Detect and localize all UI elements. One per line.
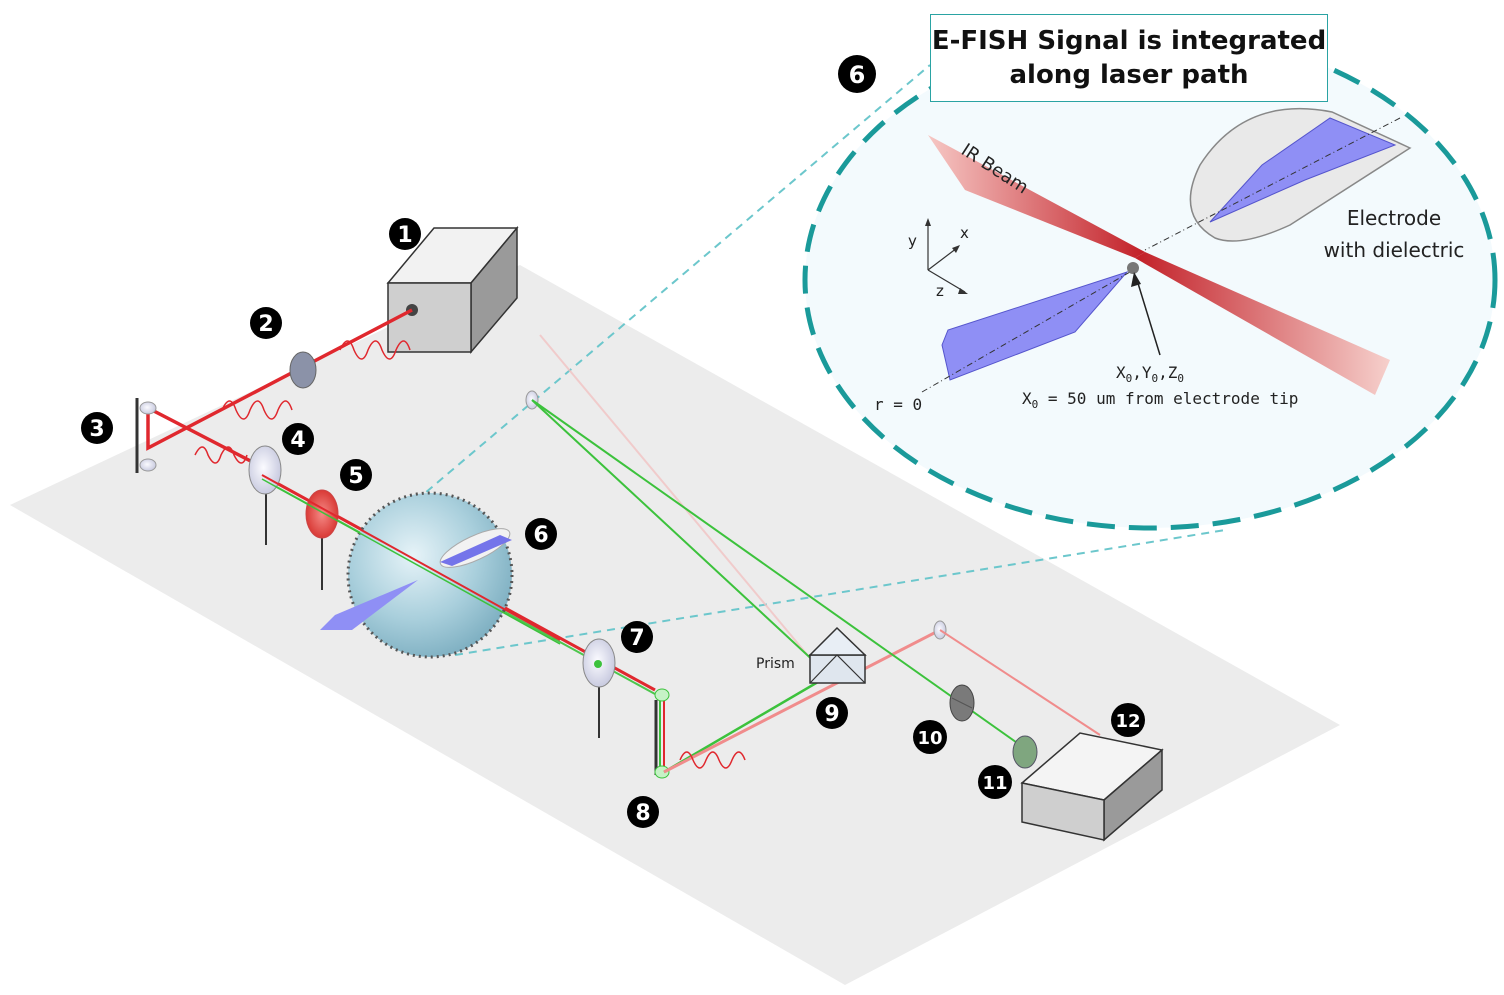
discharge-chamber — [261, 474, 561, 659]
optical-table — [10, 265, 1340, 985]
marker-7-label: 7 — [629, 626, 644, 651]
callout-title-line1: E-FISH Signal is integrated — [931, 26, 1327, 56]
red-beam-to-box12 — [939, 629, 1101, 736]
marker-3: 3 — [81, 412, 113, 444]
callout-badge-label: 6 — [849, 61, 866, 89]
electrode-label-line2: with dielectric — [1324, 238, 1465, 262]
pointer-arrow-line — [1136, 279, 1161, 356]
faint-return-beam — [539, 334, 821, 671]
axis-z-label: z — [936, 282, 944, 300]
marker-12: 12 — [1111, 703, 1145, 737]
axes-icon — [925, 218, 968, 294]
marker-2: 2 — [250, 307, 282, 339]
red-beam-to-mirror — [663, 628, 941, 774]
lower-electrode-zoom — [941, 270, 1129, 381]
marker-6: 6 — [525, 518, 557, 550]
marker-9: 9 — [816, 697, 848, 729]
zoom-line-upper — [404, 64, 931, 511]
electrode-label-line1: Electrode — [1347, 206, 1441, 230]
ir-beam-left — [928, 135, 1145, 258]
marker-5: 5 — [340, 459, 372, 491]
marker-10-label: 10 — [917, 728, 942, 749]
axis-y-label: y — [908, 232, 917, 250]
r-zero-label: r = 0 — [874, 395, 922, 414]
marker-7: 7 — [621, 621, 653, 653]
axis-x-label: x — [960, 224, 969, 242]
red-pulse-wave-3 — [194, 446, 248, 464]
green-beam-top-to-prism — [531, 399, 819, 666]
electrode-axis-upper — [1144, 117, 1401, 251]
prism-9 — [808, 626, 867, 684]
marker-1: 1 — [389, 218, 421, 250]
marker-5-label: 5 — [348, 464, 363, 489]
prism-label: Prism — [756, 656, 795, 672]
red-beam-main — [146, 308, 413, 472]
electrode-axis-lower — [921, 271, 1131, 393]
filter-11 — [1012, 735, 1038, 769]
x0-coords-label: X0,Y0,Z0 — [1116, 363, 1184, 385]
green-beam-to-prism — [663, 670, 836, 774]
pointer-arrow-head — [1131, 272, 1141, 287]
detector-box — [1020, 732, 1164, 842]
filter-5 — [305, 489, 339, 590]
ir-beam-right — [1135, 252, 1390, 395]
lens-7 — [582, 638, 616, 738]
marker-12-label: 12 — [1115, 711, 1140, 732]
marker-3-label: 3 — [89, 417, 104, 442]
red-pulse-wave-2 — [221, 400, 293, 420]
red-pulse-wave-1 — [339, 340, 411, 360]
marker-1-label: 1 — [397, 223, 412, 248]
laser-source-box — [386, 225, 519, 355]
marker-10: 10 — [913, 720, 947, 754]
marker-11-label: 11 — [982, 773, 1007, 794]
mirror-3 — [135, 398, 157, 473]
x0-distance-label: X0 = 50 um from electrode tip — [1022, 389, 1298, 411]
callout-title-line2: along laser path — [1009, 60, 1249, 90]
zoom-callout: IR Beam y x z Electrode with dielectric … — [802, 29, 1498, 531]
green-beam-top-to-detector — [531, 399, 1031, 753]
marker-9-label: 9 — [824, 702, 839, 727]
marker-11: 11 — [978, 765, 1012, 799]
upper-electrode-icon — [440, 535, 512, 566]
marker-4-label: 4 — [290, 428, 305, 453]
mirror-8 — [654, 688, 670, 779]
marker-8-label: 8 — [635, 801, 650, 826]
marker-6-label: 6 — [533, 523, 548, 548]
marker-4: 4 — [282, 423, 314, 455]
marker-2-label: 2 — [258, 312, 273, 337]
marker-8: 8 — [627, 796, 659, 828]
measurement-point — [1127, 262, 1139, 274]
red-pulse-wave-4 — [679, 751, 746, 769]
lower-electrode-icon — [320, 580, 418, 630]
zoom-line-lower — [454, 529, 1226, 656]
callout-ellipse — [802, 29, 1498, 531]
callout-badge-6: 6 — [838, 55, 876, 93]
callout-title-box: E-FISH Signal is integrated along laser … — [930, 14, 1328, 102]
lens-2 — [289, 351, 317, 389]
